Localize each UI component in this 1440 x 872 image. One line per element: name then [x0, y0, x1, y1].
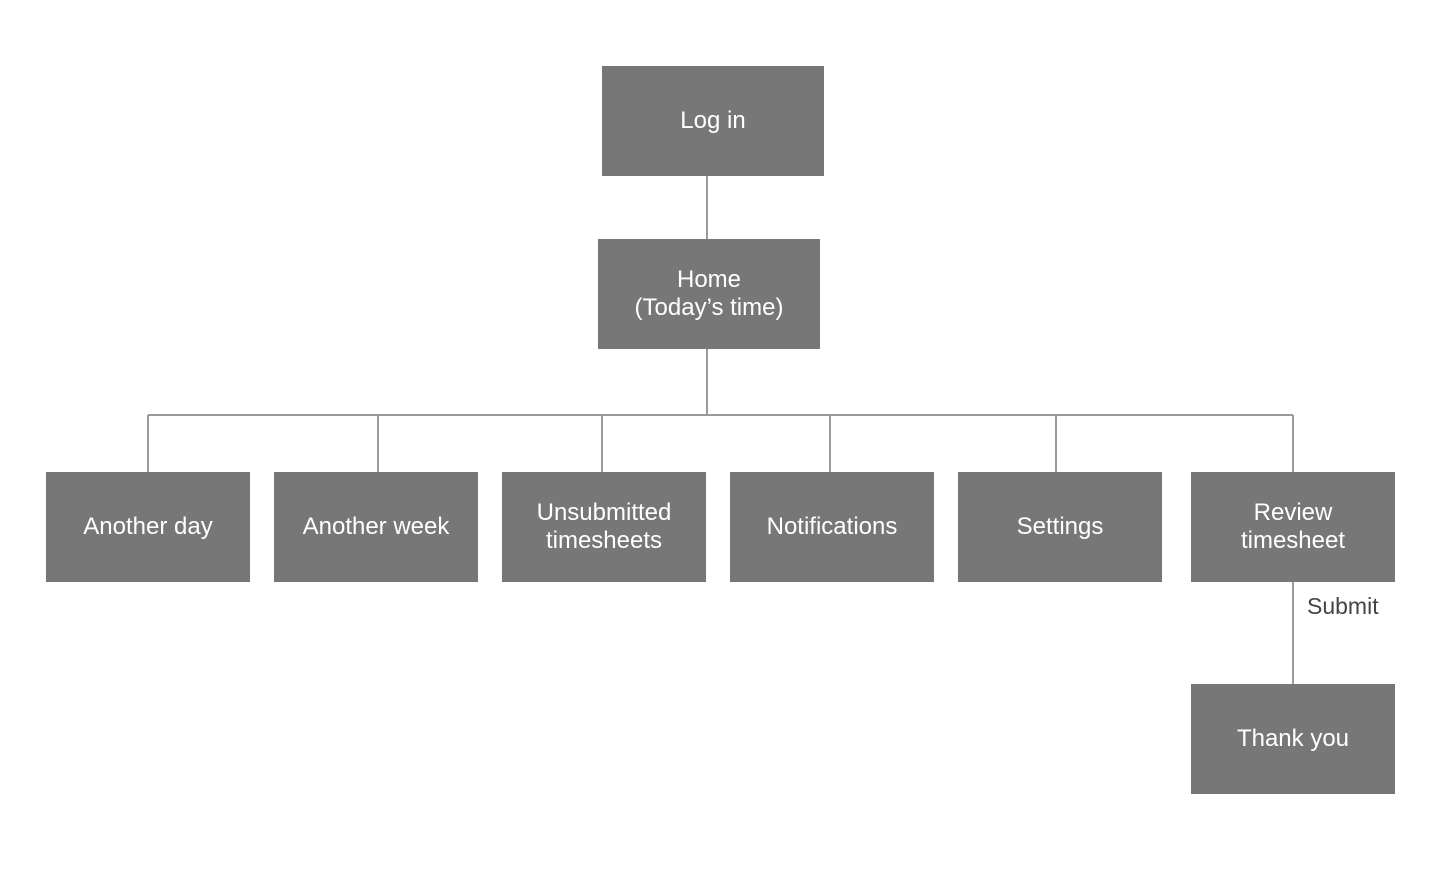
node-log-in: Log in	[602, 66, 824, 176]
node-thank-you-label: Thank you	[1236, 725, 1350, 752]
node-notifications: Notifications	[730, 472, 934, 582]
node-home: Home (Today’s time)	[598, 239, 820, 349]
node-home-label: Home (Today’s time)	[634, 266, 784, 321]
node-log-in-label: Log in	[680, 107, 746, 134]
node-unsubmitted-timesheets: Unsubmitted timesheets	[502, 472, 706, 582]
node-notifications-label: Notifications	[766, 513, 898, 540]
node-settings-label: Settings	[1016, 513, 1104, 540]
node-review-timesheet-label: Review timesheet	[1240, 499, 1346, 554]
node-settings: Settings	[958, 472, 1162, 582]
node-another-week-label: Another week	[302, 513, 450, 540]
node-review-timesheet: Review timesheet	[1191, 472, 1395, 582]
edge-label-submit: Submit	[1307, 593, 1379, 619]
node-another-day-label: Another day	[83, 513, 213, 540]
node-thank-you: Thank you	[1191, 684, 1395, 794]
node-unsubmitted-timesheets-label: Unsubmitted timesheets	[536, 499, 672, 554]
node-another-week: Another week	[274, 472, 478, 582]
node-another-day: Another day	[46, 472, 250, 582]
